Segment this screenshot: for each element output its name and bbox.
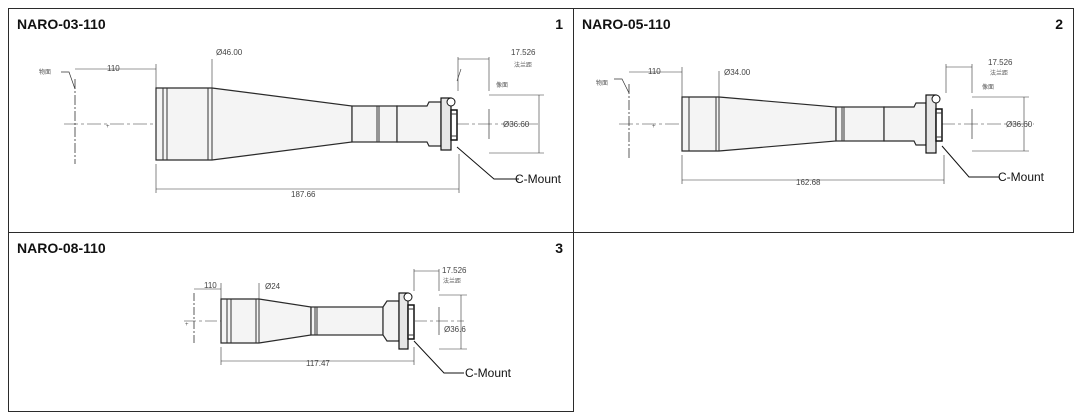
image-diameter-label: Ø36.60 xyxy=(503,120,530,129)
front-diameter-label: Ø24 xyxy=(265,282,281,291)
c-mount-label: C-Mount xyxy=(465,366,512,380)
c-mount-label: C-Mount xyxy=(515,172,562,186)
object-plane-label: 物面 xyxy=(596,79,608,87)
lens-drawing: 物面 + 110 Ø46.00 17.526 法兰距 像面 Ø36.60 187… xyxy=(39,48,562,199)
object-plane-label: 物面 xyxy=(39,68,51,76)
flange-label: 法兰距 xyxy=(990,69,1008,77)
flange-distance-label: 17.526 xyxy=(988,58,1013,67)
lens-panel-naro-08-110: NARO-08-110 3 xyxy=(8,232,574,412)
total-length-label: 187.66 xyxy=(291,190,316,199)
axis-mark: + xyxy=(106,124,110,130)
total-length-label: 117.47 xyxy=(306,359,330,368)
flange-distance-label: 17.526 xyxy=(511,48,536,57)
panel-number: 3 xyxy=(555,240,563,256)
flange-label: 法兰距 xyxy=(514,61,532,69)
image-plane-label: 像面 xyxy=(496,81,508,89)
axis-mark: + xyxy=(185,322,189,328)
axis-mark: + xyxy=(652,124,656,130)
lens-panel-naro-05-110: NARO-05-110 2 xyxy=(573,8,1074,233)
panel-title: NARO-08-110 xyxy=(17,240,106,256)
lens-drawing: + 110 Ø24 17.526 法兰距 Ø36.6 117.47 C-Moun… xyxy=(184,266,512,380)
flange-label: 法兰距 xyxy=(443,277,461,285)
front-diameter-label: Ø34.00 xyxy=(724,68,751,77)
front-diameter-label: Ø46.00 xyxy=(216,48,243,57)
flange-distance-label: 17.526 xyxy=(442,266,467,275)
panel-title: NARO-03-110 xyxy=(17,16,106,32)
image-plane-label: 像面 xyxy=(982,83,994,91)
panel-title: NARO-05-110 xyxy=(582,16,671,32)
working-distance-label: 110 xyxy=(648,67,661,76)
total-length-label: 162.68 xyxy=(796,178,821,187)
panel-number: 1 xyxy=(555,16,563,32)
image-diameter-label: Ø36.6 xyxy=(444,325,466,334)
lens-drawing: 物面 + 110 Ø34.00 17.526 法兰距 像面 Ø36.60 162… xyxy=(596,58,1045,187)
working-distance-label: 110 xyxy=(107,64,120,73)
lens-panel-naro-03-110: NARO-03-110 1 xyxy=(8,8,574,233)
working-distance-label: 110 xyxy=(204,281,217,290)
c-mount-label: C-Mount xyxy=(998,170,1045,184)
panel-number: 2 xyxy=(1055,16,1063,32)
image-diameter-label: Ø36.60 xyxy=(1006,120,1033,129)
